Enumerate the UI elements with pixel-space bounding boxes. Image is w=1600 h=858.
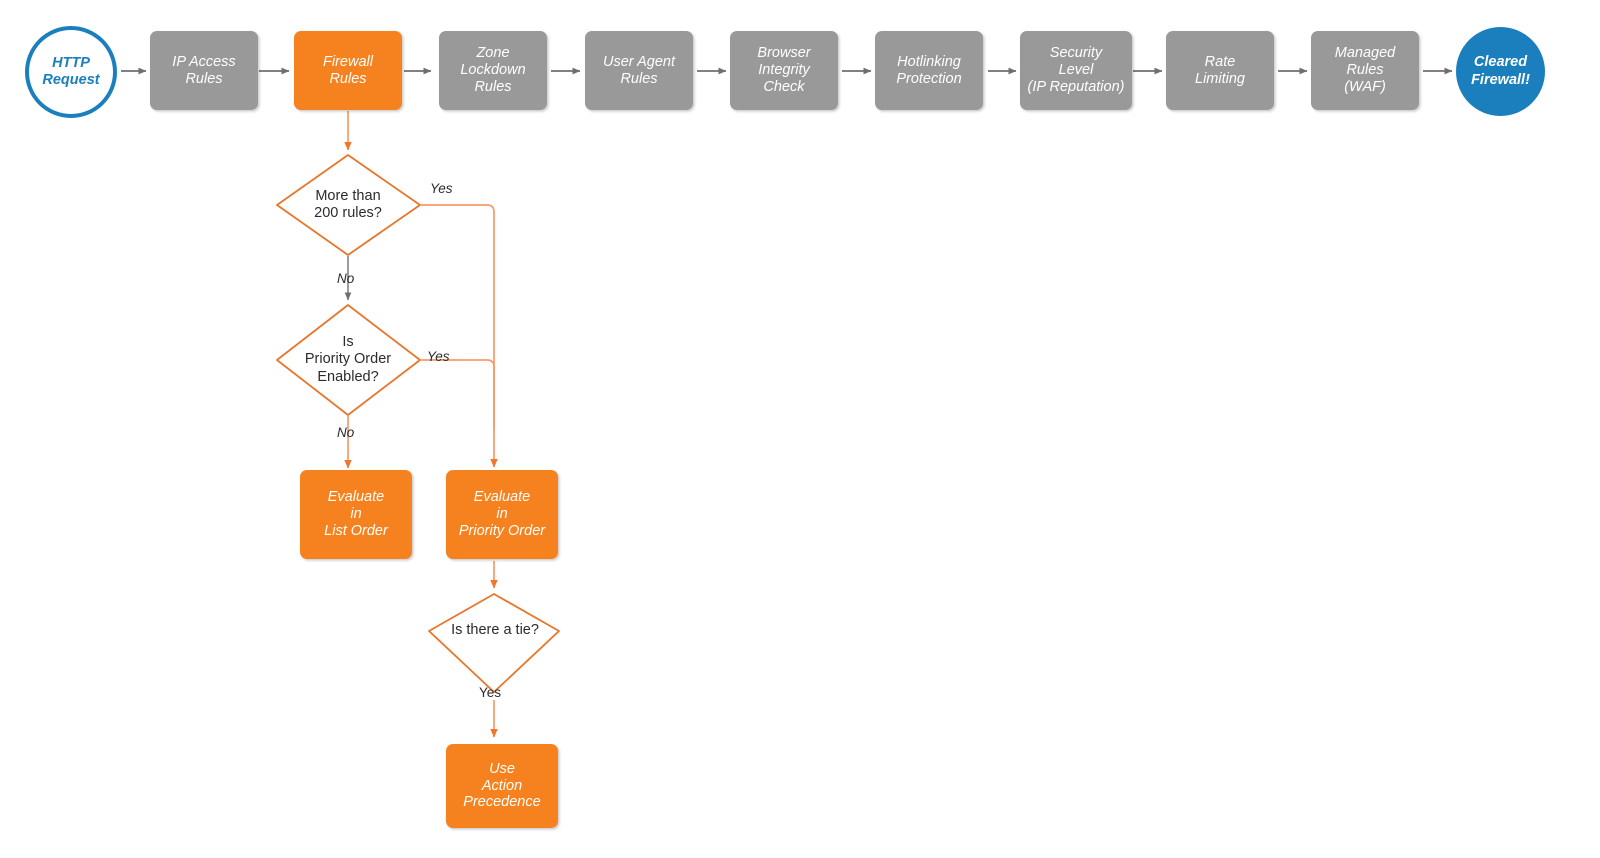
node-zone-lockdown-rules-line-1: Zone — [476, 45, 510, 62]
node-evaluate-in-priority-order-line-1: Evaluate — [473, 489, 531, 506]
node-user-agent-rules-line-1: User Agent — [603, 53, 675, 70]
node-ip-access-rules[interactable]: IP Access Rules — [150, 31, 258, 110]
node-http-request-line-1: HTTP — [52, 54, 90, 71]
decision-is-there-a-tie-line-1: Is there a tie? — [451, 622, 539, 639]
node-browser-integrity-check[interactable]: Browser Integrity Check — [730, 31, 838, 110]
node-security-level-line-2: Level — [1058, 62, 1094, 79]
node-managed-rules-waf-line-2: Rules — [1346, 62, 1384, 79]
node-evaluate-in-list-order-line-3: List Order — [324, 522, 388, 539]
decision-is-priority-order-enabled-line-2: Priority Order — [304, 351, 392, 368]
edge-label-more-than-200-rules-yes: Yes — [430, 181, 453, 196]
node-ip-access-rules-line-2: Rules — [185, 70, 223, 87]
node-rate-limiting-line-1: Rate — [1204, 53, 1236, 70]
decision-is-priority-order-enabled-label[interactable]: Is Priority Order Enabled? — [283, 324, 413, 396]
node-use-action-precedence-line-2: Action — [481, 777, 523, 794]
edge-label-priority-order-no: No — [337, 425, 355, 440]
node-evaluate-in-list-order-line-2: in — [350, 506, 362, 523]
decision-is-priority-order-enabled-line-1: Is — [342, 333, 354, 350]
node-rate-limiting[interactable]: Rate Limiting — [1166, 31, 1274, 110]
edge-label-is-there-a-tie-yes: Yes — [479, 685, 502, 700]
node-browser-integrity-check-line-3: Check — [763, 78, 805, 95]
node-ip-access-rules-line-1: IP Access — [172, 53, 236, 70]
decision-more-than-200-rules-line-2: 200 rules? — [314, 205, 382, 221]
node-use-action-precedence-line-1: Use — [489, 760, 515, 777]
node-http-request[interactable]: HTTP Request — [25, 26, 117, 118]
node-user-agent-rules[interactable]: User Agent Rules — [585, 31, 693, 110]
node-security-level[interactable]: Security Level (IP Reputation) — [1020, 31, 1132, 110]
node-hotlinking-protection-line-1: Hotlinking — [897, 53, 961, 70]
node-browser-integrity-check-line-1: Browser — [757, 45, 811, 62]
node-evaluate-in-priority-order-line-3: Priority Order — [458, 522, 546, 539]
node-hotlinking-protection[interactable]: Hotlinking Protection — [875, 31, 983, 110]
node-managed-rules-waf-line-1: Managed — [1334, 45, 1396, 62]
decision-more-than-200-rules-line-1: More than — [315, 187, 381, 204]
node-user-agent-rules-line-2: Rules — [620, 70, 658, 87]
node-managed-rules-waf[interactable]: Managed Rules (WAF) — [1311, 31, 1419, 110]
edge-label-priority-order-yes: Yes — [427, 349, 450, 364]
node-security-level-line-3: (IP Reputation) — [1027, 78, 1125, 95]
node-zone-lockdown-rules[interactable]: Zone Lockdown Rules — [439, 31, 547, 110]
node-evaluate-in-list-order[interactable]: Evaluate in List Order — [300, 470, 412, 559]
decision-more-than-200-rules-label[interactable]: More than 200 rules? — [283, 175, 413, 235]
decision-is-there-a-tie-label[interactable]: Is there a tie? — [429, 616, 561, 646]
node-browser-integrity-check-line-2: Integrity — [758, 62, 810, 79]
node-firewall-rules-line-2: Rules — [329, 70, 367, 87]
node-hotlinking-protection-line-2: Protection — [896, 70, 962, 87]
node-cleared-firewall-line-2: Firewall! — [1471, 71, 1530, 88]
decision-is-priority-order-enabled-line-3: Enabled? — [317, 368, 379, 385]
node-firewall-rules-line-1: Firewall — [323, 53, 373, 70]
node-zone-lockdown-rules-line-2: Lockdown — [460, 62, 526, 79]
node-evaluate-in-priority-order[interactable]: Evaluate in Priority Order — [446, 470, 558, 559]
node-http-request-line-2: Request — [42, 72, 100, 88]
edge-label-more-than-200-rules-no: No — [337, 271, 355, 286]
node-cleared-firewall-line-1: Cleared — [1473, 54, 1528, 71]
node-rate-limiting-line-2: Limiting — [1195, 70, 1245, 87]
node-evaluate-in-priority-order-line-2: in — [496, 506, 508, 523]
node-use-action-precedence-line-3: Precedence — [463, 794, 541, 811]
node-cleared-firewall[interactable]: Cleared Firewall! — [1456, 27, 1545, 116]
node-firewall-rules[interactable]: Firewall Rules — [294, 31, 402, 110]
node-zone-lockdown-rules-line-3: Rules — [474, 78, 512, 95]
node-evaluate-in-list-order-line-1: Evaluate — [327, 489, 385, 506]
node-use-action-precedence[interactable]: Use Action Precedence — [446, 744, 558, 828]
node-managed-rules-waf-line-3: (WAF) — [1344, 78, 1386, 95]
edge-priority-order-yes — [421, 359, 495, 430]
edge-more-than-200-yes — [421, 204, 498, 468]
node-security-level-line-1: Security — [1049, 45, 1103, 62]
